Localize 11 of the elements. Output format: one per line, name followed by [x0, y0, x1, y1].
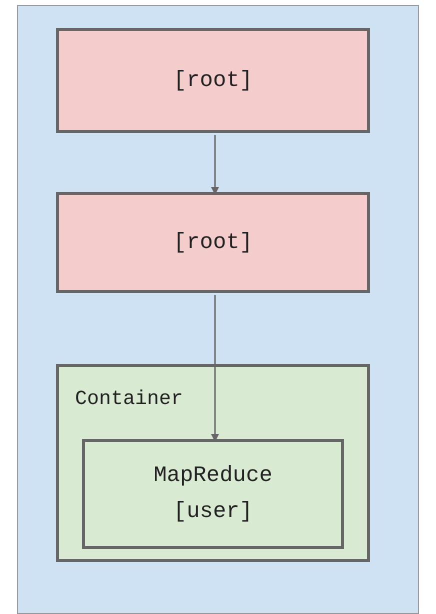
panel-background: [17, 5, 419, 614]
box-label: [root]: [173, 66, 253, 94]
process-box: [82, 439, 344, 549]
box-label: [root]: [173, 228, 253, 256]
arrow: [211, 295, 219, 442]
arrow: [211, 135, 219, 195]
container-label: Container: [75, 387, 184, 413]
container-box: [56, 364, 370, 562]
box-label: MapReduce [user]: [152, 462, 274, 526]
process-box: [56, 192, 370, 293]
process-box: [56, 28, 370, 133]
